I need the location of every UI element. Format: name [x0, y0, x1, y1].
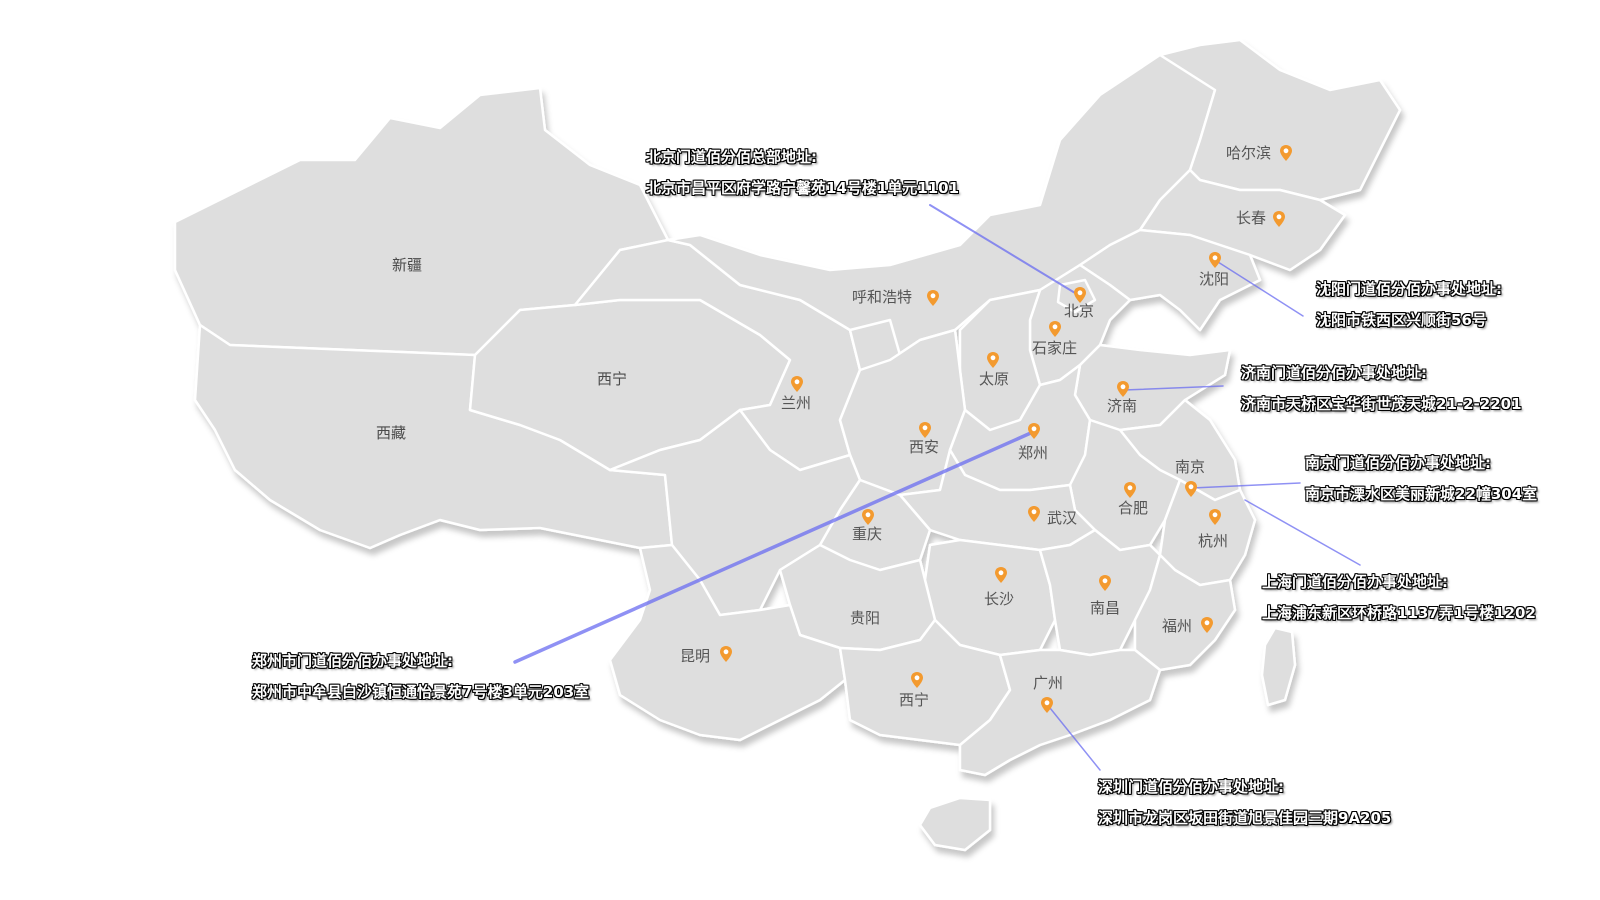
city-label-beijing: 北京: [1064, 302, 1095, 320]
city-label-shenyang: 沈阳: [1199, 270, 1230, 288]
leader-line-jinan: [1123, 385, 1224, 391]
pin-icon-changsha[interactable]: [994, 566, 1008, 584]
pin-icon-taiyuan[interactable]: [986, 351, 1000, 369]
office-address-beijing: 北京市昌平区府学路宁馨苑14号楼1单元1101: [646, 179, 960, 197]
pin-icon-xian[interactable]: [918, 421, 932, 439]
city-label-hefei: 合肥: [1118, 499, 1149, 517]
office-address-nanjing: 南京市溧水区美丽新城22幢304室: [1305, 485, 1538, 503]
office-title-shenyang: 沈阳门道佰分佰办事处地址:: [1316, 280, 1502, 298]
leader-line-shanghai: [1244, 499, 1361, 566]
office-title-zhengzhou: 郑州市门道佰分佰办事处地址:: [252, 652, 453, 670]
city-label-zhengzhou: 郑州: [1018, 444, 1049, 462]
city-label-chongqing: 重庆: [852, 525, 883, 543]
pin-icon-harbin[interactable]: [1279, 144, 1293, 162]
pin-icon-nanning[interactable]: [910, 671, 924, 689]
office-callout-beijing[interactable]: 北京门道佰分佰总部地址: 北京市昌平区府学路宁馨苑14号楼1单元1101: [646, 142, 959, 204]
city-label-kunming: 昆明: [680, 647, 711, 665]
city-label-lanzhou: 兰州: [781, 394, 812, 412]
province-heilongjiang[interactable]: [1158, 38, 1402, 202]
pin-icon-beijing[interactable]: [1073, 286, 1087, 304]
office-title-jinan: 济南门道佰分佰办事处地址:: [1241, 364, 1427, 382]
city-label-hangzhou: 杭州: [1198, 532, 1229, 550]
city-label-guangzhou: 广州: [1033, 674, 1064, 692]
pin-icon-guangzhou[interactable]: [1040, 696, 1054, 714]
pin-icon-shijiazhuang[interactable]: [1048, 320, 1062, 338]
province-guangdong[interactable]: [958, 648, 1162, 777]
city-label-hohhot: 呼和浩特: [852, 288, 913, 306]
pin-icon-zhengzhou[interactable]: [1027, 422, 1041, 440]
pin-icon-fuzhou[interactable]: [1200, 616, 1214, 634]
city-label-xian: 西安: [909, 438, 940, 456]
city-label-taiyuan: 太原: [979, 370, 1010, 388]
office-address-shenzhen: 深圳市龙岗区坂田街道旭景佳园三期9A205: [1098, 809, 1392, 827]
office-address-zhengzhou: 郑州市中牟县白沙镇恒通怡景苑7号楼3单元203室: [252, 683, 590, 701]
city-label-nanning: 西宁: [899, 691, 930, 709]
office-callout-shenyang[interactable]: 沈阳门道佰分佰办事处地址: 沈阳市铁西区兴顺街56号: [1316, 274, 1502, 336]
pin-icon-kunming[interactable]: [719, 645, 733, 663]
city-label-jinan: 济南: [1107, 397, 1138, 415]
pin-icon-changchun[interactable]: [1272, 210, 1286, 228]
region-label-xinjiang: 新疆: [392, 256, 423, 274]
city-label-harbin: 哈尔滨: [1226, 144, 1272, 162]
pin-icon-nanchang[interactable]: [1098, 574, 1112, 592]
leader-line-shenyang: [1217, 261, 1304, 317]
office-callout-zhengzhou[interactable]: 郑州市门道佰分佰办事处地址: 郑州市中牟县白沙镇恒通怡景苑7号楼3单元203室: [252, 646, 589, 708]
city-label-changsha: 长沙: [984, 590, 1015, 608]
office-address-jinan: 济南市天桥区宝华街世茂天城21-2-2201: [1241, 395, 1522, 413]
city-label-shijiazhuang: 石家庄: [1032, 339, 1078, 357]
office-callout-nanjing[interactable]: 南京门道佰分佰办事处地址: 南京市溧水区美丽新城22幢304室: [1305, 448, 1537, 510]
pin-icon-lanzhou[interactable]: [790, 375, 804, 393]
pin-icon-chongqing[interactable]: [861, 508, 875, 526]
region-label-xizang: 西藏: [376, 424, 407, 442]
city-label-changchun: 长春: [1236, 209, 1267, 227]
leader-lines: [513, 204, 1361, 771]
pin-icon-wuhan[interactable]: [1027, 505, 1041, 523]
province-hainan[interactable]: [918, 796, 992, 852]
pin-icon-hangzhou[interactable]: [1208, 508, 1222, 526]
office-title-shenzhen: 深圳门道佰分佰办事处地址:: [1098, 778, 1284, 796]
city-label-fuzhou: 福州: [1162, 617, 1193, 635]
office-address-shenyang: 沈阳市铁西区兴顺街56号: [1316, 311, 1487, 329]
city-label-wuhan: 武汉: [1047, 509, 1078, 527]
leader-line-nanjing: [1191, 482, 1301, 489]
city-label-nanjing: 南京: [1175, 458, 1206, 476]
office-address-shanghai: 上海浦东新区环桥路1137弄1号楼1202: [1262, 604, 1536, 622]
office-title-nanjing: 南京门道佰分佰办事处地址:: [1305, 454, 1491, 472]
pin-icon-jinan[interactable]: [1116, 380, 1130, 398]
leader-line-zhengzhou: [513, 430, 1035, 664]
office-callout-shanghai[interactable]: 上海门道佰分佰办事处地址: 上海浦东新区环桥路1137弄1号楼1202: [1262, 567, 1536, 629]
office-callout-shenzhen[interactable]: 深圳门道佰分佰办事处地址: 深圳市龙岗区坂田街道旭景佳园三期9A205: [1098, 772, 1391, 834]
leader-line-shenzhen: [1049, 707, 1101, 771]
province-fujian[interactable]: [1133, 553, 1237, 672]
pin-icon-hefei[interactable]: [1123, 481, 1137, 499]
province-taiwan[interactable]: [1260, 626, 1297, 707]
city-label-nanchang: 南昌: [1090, 599, 1121, 617]
city-label-guiyang: 贵阳: [850, 609, 881, 627]
pin-icon-shenyang[interactable]: [1208, 251, 1222, 269]
office-title-shanghai: 上海门道佰分佰办事处地址:: [1262, 573, 1448, 591]
leader-line-beijing: [929, 204, 1081, 297]
pin-icon-nanjing[interactable]: [1184, 480, 1198, 498]
region-label-qinghai: 西宁: [597, 370, 628, 388]
office-title-beijing: 北京门道佰分佰总部地址:: [646, 148, 817, 166]
office-callout-jinan[interactable]: 济南门道佰分佰办事处地址: 济南市天桥区宝华街世茂天城21-2-2201: [1241, 358, 1522, 420]
pin-icon-hohhot[interactable]: [926, 289, 940, 307]
